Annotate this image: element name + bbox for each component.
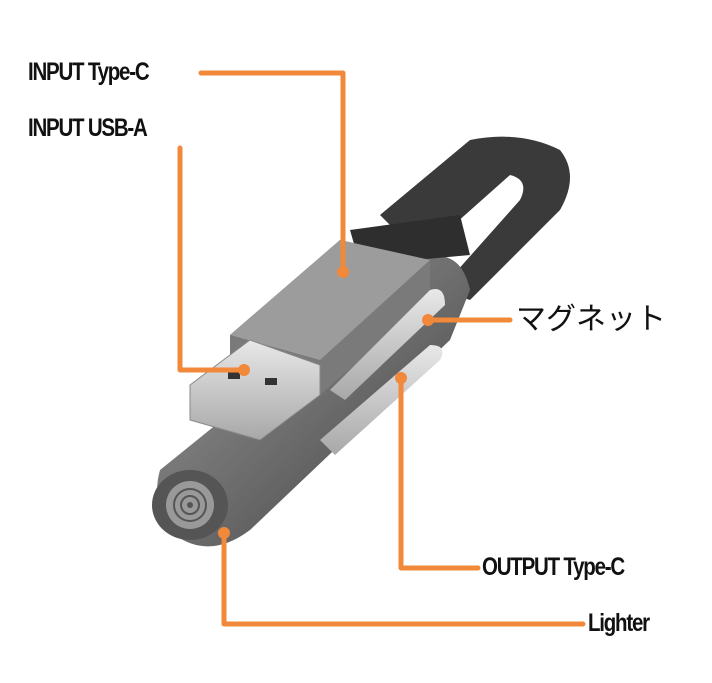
callout-input-type-c — [198, 70, 346, 275]
callout-input-usb-a — [177, 145, 247, 373]
label-lighter: Lighter — [588, 609, 650, 637]
strap — [380, 136, 570, 300]
callout-lighter — [221, 530, 586, 627]
callout-lines — [177, 70, 586, 627]
label-input-usb-a: INPUT USB-A — [28, 114, 148, 142]
lighter-coil — [152, 470, 228, 540]
callout-output-type-c — [398, 375, 481, 571]
callout-dots — [218, 266, 434, 539]
label-input-type-c: INPUT Type-C — [28, 58, 150, 86]
label-output-type-c: OUTPUT Type-C — [482, 553, 625, 581]
label-magnet: マグネット — [516, 303, 666, 336]
usb-a-plug — [189, 339, 321, 441]
